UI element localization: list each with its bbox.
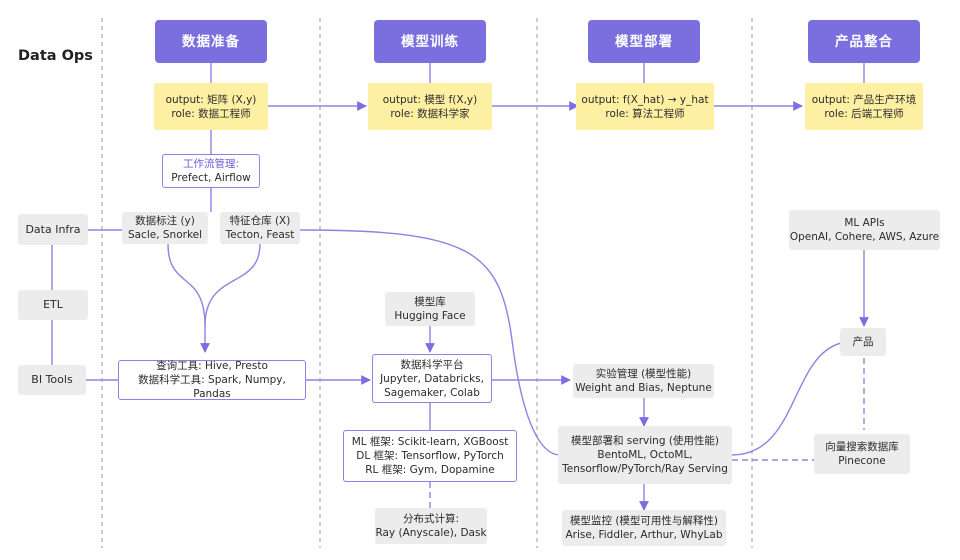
node-detail: Weight and Bias, Neptune bbox=[575, 382, 712, 394]
output-box-training: output: 模型 f(X,y) role: 数据科学家 bbox=[368, 83, 492, 130]
output-box-product: output: 产品生产环境 role: 后端工程师 bbox=[805, 83, 923, 130]
node-title: 特征仓库 (X) bbox=[229, 215, 291, 227]
node-detail: Pinecone bbox=[838, 455, 886, 467]
model-hub-node: 模型库 Hugging Face bbox=[385, 292, 475, 326]
node-detail: 数据科学工具: Spark, Numpy, Pandas bbox=[138, 374, 286, 400]
role-line: role: 数据工程师 bbox=[171, 107, 251, 120]
role-line: role: 后端工程师 bbox=[824, 107, 904, 120]
node-detail: Tensorflow/PyTorch/Ray Serving bbox=[562, 463, 728, 475]
stage-header-label: 数据准备 bbox=[182, 33, 240, 50]
distributed-compute-node: 分布式计算: Ray (Anyscale), Dask bbox=[375, 508, 487, 544]
node-title: 产品 bbox=[852, 336, 874, 348]
bi-tools-node: BI Tools bbox=[18, 365, 86, 395]
node-detail: ML 框架: Scikit-learn, XGBoost bbox=[351, 436, 509, 448]
node-title: 实验管理 (模型性能) bbox=[595, 368, 692, 380]
frameworks-node: ML 框架: Scikit-learn, XGBoost DL 框架: Tens… bbox=[343, 430, 517, 482]
output-box-deploy: output: f(X_hat) → y_hat role: 算法工程师 bbox=[576, 83, 714, 130]
node-title: 数据科学平台 bbox=[400, 358, 464, 371]
node-title: 模型库 bbox=[414, 296, 446, 308]
node-title: 分布式计算: bbox=[402, 513, 460, 525]
feature-store-node: 特征仓库 (X) Tecton, Feast bbox=[220, 212, 300, 244]
stage-header-label: 产品整合 bbox=[835, 33, 893, 50]
ds-platform-node: 数据科学平台 Jupyter, Databricks, Sagemaker, C… bbox=[372, 354, 492, 403]
node-title: 工作流管理: bbox=[182, 158, 240, 170]
output-line: output: 模型 f(X,y) bbox=[382, 93, 478, 106]
node-title: 模型部署和 serving (使用性能) bbox=[570, 435, 720, 447]
node-title: 查询工具: Hive, Presto bbox=[156, 360, 268, 372]
output-line: output: 矩阵 (X,y) bbox=[165, 93, 257, 106]
role-line: role: 数据科学家 bbox=[390, 107, 470, 120]
node-detail: Tecton, Feast bbox=[225, 229, 295, 241]
node-title: ML APIs bbox=[844, 217, 885, 229]
etl-node: ETL bbox=[18, 290, 88, 320]
node-label: ETL bbox=[43, 298, 63, 311]
stage-header-label: 模型训练 bbox=[401, 33, 459, 50]
node-label: BI Tools bbox=[31, 373, 73, 386]
page-title: Data Ops bbox=[18, 48, 93, 64]
data-infra-node: Data Infra bbox=[18, 214, 88, 245]
node-detail: Prefect, Airflow bbox=[171, 172, 251, 184]
node-title: 模型监控 (模型可用性与解释性) bbox=[569, 515, 719, 527]
labeling-node: 数据标注 (y) Sacle, Snorkel bbox=[122, 212, 208, 244]
node-detail: OpenAI, Cohere, AWS, Azure bbox=[789, 231, 940, 243]
output-box-data-prep: output: 矩阵 (X,y) role: 数据工程师 bbox=[154, 83, 268, 130]
stage-header-product: 产品整合 bbox=[808, 20, 920, 63]
output-line: output: f(X_hat) → y_hat bbox=[581, 93, 709, 106]
output-line: output: 产品生产环境 bbox=[811, 93, 917, 106]
role-line: role: 算法工程师 bbox=[605, 107, 685, 120]
model-monitoring-node: 模型监控 (模型可用性与解释性) Arise, Fiddler, Arthur,… bbox=[562, 510, 726, 546]
stage-header-label: 模型部署 bbox=[615, 33, 673, 50]
ml-apis-node: ML APIs OpenAI, Cohere, AWS, Azure bbox=[789, 210, 940, 250]
stage-header-model-training: 模型训练 bbox=[374, 20, 486, 63]
node-label: Data Infra bbox=[25, 222, 81, 236]
node-detail: BentoML, OctoML, bbox=[597, 449, 693, 461]
model-serving-node: 模型部署和 serving (使用性能) BentoML, OctoML, Te… bbox=[558, 426, 732, 484]
node-detail: Ray (Anyscale), Dask bbox=[375, 527, 487, 539]
node-detail: Sacle, Snorkel bbox=[127, 229, 203, 241]
product-node: 产品 bbox=[840, 328, 886, 356]
node-detail: RL 框架: Gym, Dopamine bbox=[365, 464, 495, 476]
stage-header-model-deploy: 模型部署 bbox=[588, 20, 700, 63]
node-detail: Sagemaker, Colab bbox=[384, 386, 480, 399]
node-title: 向量搜索数据库 bbox=[825, 441, 899, 453]
node-detail: Jupyter, Databricks, bbox=[380, 372, 484, 385]
vector-db-node: 向量搜索数据库 Pinecone bbox=[814, 434, 910, 474]
stage-header-data-prep: 数据准备 bbox=[155, 20, 267, 63]
node-detail: DL 框架: Tensorflow, PyTorch bbox=[356, 450, 504, 462]
node-detail: Arise, Fiddler, Arthur, WhyLab bbox=[565, 529, 723, 541]
experiment-tracking-node: 实验管理 (模型性能) Weight and Bias, Neptune bbox=[573, 364, 714, 398]
node-title: 数据标注 (y) bbox=[135, 215, 195, 227]
query-tools-node: 查询工具: Hive, Presto 数据科学工具: Spark, Numpy,… bbox=[118, 360, 306, 400]
workflow-node: 工作流管理: Prefect, Airflow bbox=[162, 154, 260, 188]
node-detail: Hugging Face bbox=[394, 310, 466, 322]
